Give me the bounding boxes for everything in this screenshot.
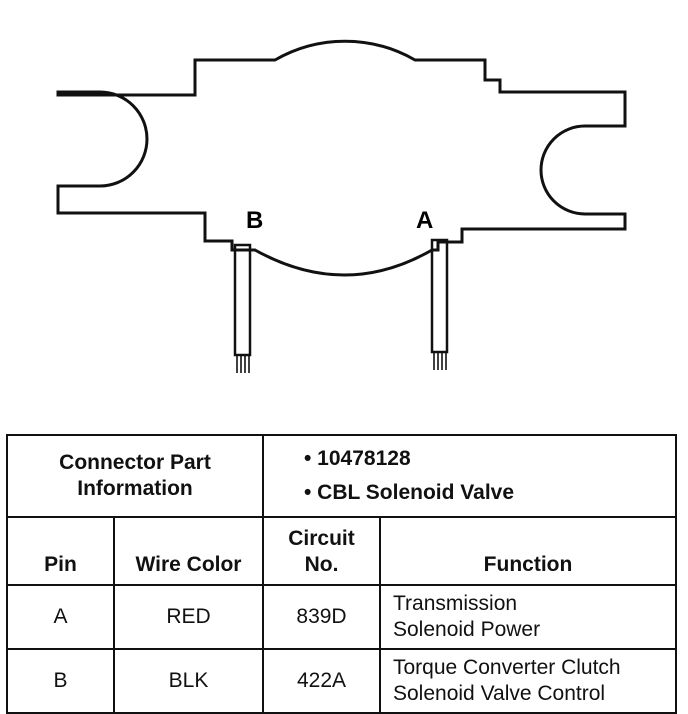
function-column-header: Function <box>379 516 677 586</box>
circuit-no-cell: 839D <box>262 584 381 650</box>
connector-part-label-line: Information <box>77 477 193 500</box>
column-header-row: Pin Wire Color Circuit No. Function <box>6 516 677 586</box>
connector-info-table: Connector Part Information • 10478128 • … <box>6 434 677 714</box>
wire-color-cell: BLK <box>113 648 264 714</box>
connector-part-label-line: Connector Part <box>59 450 211 474</box>
pin-a-terminal <box>430 238 449 354</box>
pin-cell: A <box>6 584 115 650</box>
wire-color-column-header: Wire Color <box>113 516 264 586</box>
function-line: Torque Converter Clutch <box>393 655 621 679</box>
connector-part-info-label: Connector Part Information <box>6 434 264 518</box>
circuit-no-cell: 422A <box>262 648 381 714</box>
part-description: • CBL Solenoid Valve <box>304 481 515 504</box>
wire-color-cell: RED <box>113 584 264 650</box>
circuit-header-line: Circuit <box>288 526 355 550</box>
circuit-no-column-header: Circuit No. <box>262 516 381 586</box>
function-cell: Transmission Solenoid Power <box>379 584 677 650</box>
connector-body-outline <box>56 39 627 277</box>
function-line: Solenoid Power <box>393 618 541 641</box>
part-number: • 10478128 <box>304 447 411 470</box>
pin-a-label: A <box>416 207 433 234</box>
part-info-row: Connector Part Information • 10478128 • … <box>6 434 677 518</box>
table-row: A RED 839D Transmission Solenoid Power <box>6 584 677 650</box>
table-row: B BLK 422A Torque Converter Clutch Solen… <box>6 648 677 714</box>
pin-cell: B <box>6 648 115 714</box>
function-cell: Torque Converter Clutch Solenoid Valve C… <box>379 648 677 714</box>
pin-column-header: Pin <box>6 516 115 586</box>
pin-b-terminal <box>233 243 252 357</box>
connector-part-info-values: • 10478128 • CBL Solenoid Valve <box>262 434 677 518</box>
circuit-header-line: No. <box>304 552 339 576</box>
connector-diagram: B A <box>56 39 627 373</box>
function-line: Solenoid Valve Control <box>393 682 606 705</box>
function-line: Transmission <box>393 591 518 615</box>
pin-b-label: B <box>246 207 263 234</box>
